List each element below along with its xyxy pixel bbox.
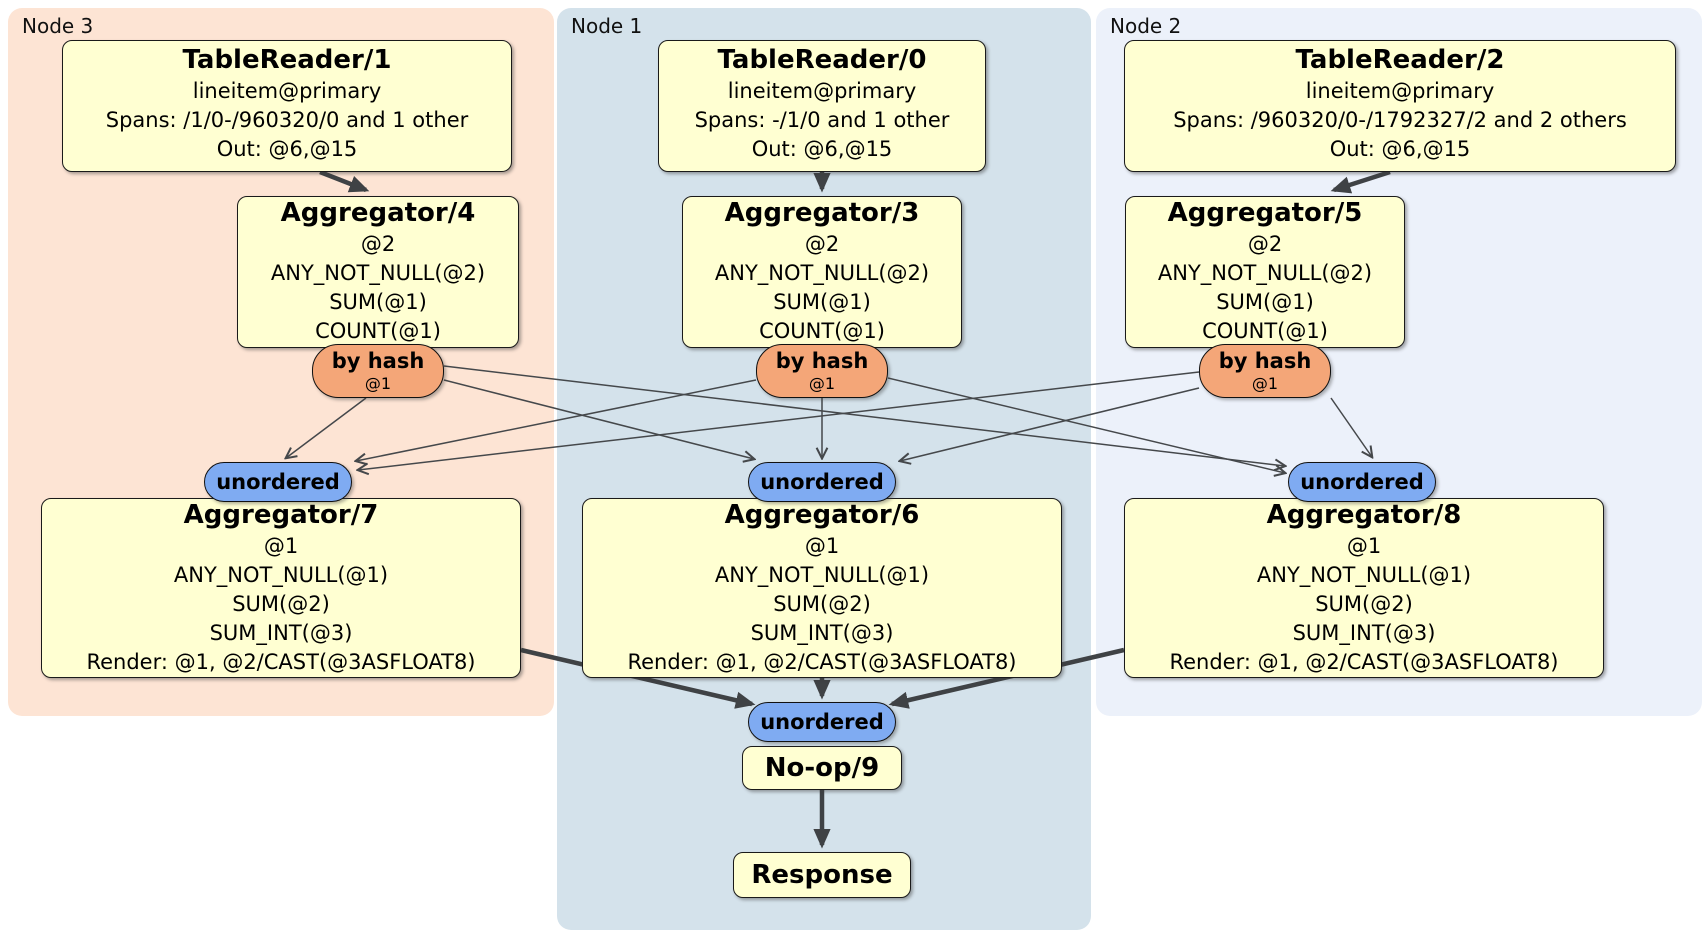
processor-detail: Spans: -/1/0 and 1 other <box>694 108 950 132</box>
processor-title: TableReader/1 <box>182 45 392 75</box>
processor-detail: lineitem@primary <box>192 79 382 103</box>
processor-detail: @1 <box>263 534 299 558</box>
processor-detail: COUNT(@1) <box>759 319 885 343</box>
processor-title: Aggregator/7 <box>183 500 379 530</box>
processor-aggregator-5: Aggregator/5 @2 ANY_NOT_NULL(@2) SUM(@1)… <box>1125 196 1405 348</box>
processor-aggregator-8: Aggregator/8 @1 ANY_NOT_NULL(@1) SUM(@2)… <box>1124 498 1604 678</box>
router-detail: @1 <box>1251 374 1279 393</box>
processor-detail: @2 <box>1247 232 1283 256</box>
processor-detail: ANY_NOT_NULL(@1) <box>714 563 930 587</box>
processor-detail: @2 <box>360 232 396 256</box>
sync-unordered-node1: unordered <box>748 462 896 502</box>
processor-tablereader-0: TableReader/0 lineitem@primary Spans: -/… <box>658 40 986 172</box>
sync-unordered-node3: unordered <box>204 462 352 502</box>
node2-label: Node 2 <box>1110 14 1182 38</box>
router-detail: @1 <box>364 374 392 393</box>
processor-aggregator-7: Aggregator/7 @1 ANY_NOT_NULL(@1) SUM(@2)… <box>41 498 521 678</box>
sync-unordered-final: unordered <box>748 702 896 742</box>
processor-detail: @1 <box>804 534 840 558</box>
node1-label: Node 1 <box>571 14 643 38</box>
router-label: by hash <box>775 349 869 373</box>
processor-title: Aggregator/8 <box>1266 500 1462 530</box>
processor-detail: Render: @1, @2/CAST(@3ASFLOAT8) <box>627 650 1017 674</box>
processor-detail: COUNT(@1) <box>315 319 441 343</box>
processor-detail: SUM(@1) <box>1216 290 1314 314</box>
processor-title: Aggregator/5 <box>1167 198 1363 228</box>
processor-detail: @2 <box>804 232 840 256</box>
processor-detail: Out: @6,@15 <box>1329 137 1471 161</box>
processor-detail: Spans: /960320/0-/1792327/2 and 2 others <box>1173 108 1627 132</box>
processor-detail: SUM(@1) <box>773 290 871 314</box>
processor-detail: ANY_NOT_NULL(@2) <box>270 261 486 285</box>
processor-title: Aggregator/3 <box>724 198 920 228</box>
router-by-hash-node2: by hash @1 <box>1199 344 1331 398</box>
processor-detail: SUM_INT(@3) <box>209 621 353 645</box>
processor-detail: SUM(@1) <box>329 290 427 314</box>
processor-detail: Render: @1, @2/CAST(@3ASFLOAT8) <box>86 650 476 674</box>
processor-detail: ANY_NOT_NULL(@1) <box>1256 563 1472 587</box>
processor-detail: Spans: /1/0-/960320/0 and 1 other <box>105 108 469 132</box>
processor-detail: ANY_NOT_NULL(@1) <box>173 563 389 587</box>
router-label: by hash <box>1218 349 1312 373</box>
router-label: by hash <box>331 349 425 373</box>
router-by-hash-node1: by hash @1 <box>756 344 888 398</box>
processor-aggregator-3: Aggregator/3 @2 ANY_NOT_NULL(@2) SUM(@1)… <box>682 196 962 348</box>
hash-stream-edges <box>286 365 1372 473</box>
processor-detail: lineitem@primary <box>1305 79 1495 103</box>
processor-aggregator-6: Aggregator/6 @1 ANY_NOT_NULL(@1) SUM(@2)… <box>582 498 1062 678</box>
processor-detail: Out: @6,@15 <box>751 137 893 161</box>
processor-detail: SUM(@2) <box>1315 592 1413 616</box>
processor-detail: SUM(@2) <box>232 592 330 616</box>
processor-aggregator-4: Aggregator/4 @2 ANY_NOT_NULL(@2) SUM(@1)… <box>237 196 519 348</box>
node3-label: Node 3 <box>22 14 94 38</box>
processor-title: TableReader/2 <box>1295 45 1505 75</box>
processor-detail: SUM_INT(@3) <box>1292 621 1436 645</box>
processor-detail: SUM(@2) <box>773 592 871 616</box>
processor-tablereader-2: TableReader/2 lineitem@primary Spans: /9… <box>1124 40 1676 172</box>
processor-title: Aggregator/6 <box>724 500 920 530</box>
router-detail: @1 <box>808 374 836 393</box>
processor-detail: ANY_NOT_NULL(@2) <box>714 261 930 285</box>
processor-detail: COUNT(@1) <box>1202 319 1328 343</box>
processor-tablereader-1: TableReader/1 lineitem@primary Spans: /1… <box>62 40 512 172</box>
processor-detail: SUM_INT(@3) <box>750 621 894 645</box>
processor-title: Aggregator/4 <box>280 198 476 228</box>
processor-title: TableReader/0 <box>717 45 927 75</box>
processor-detail: ANY_NOT_NULL(@2) <box>1157 261 1373 285</box>
router-by-hash-node3: by hash @1 <box>312 344 444 398</box>
processor-noop-9: No-op/9 <box>742 746 902 790</box>
processor-detail: Render: @1, @2/CAST(@3ASFLOAT8) <box>1169 650 1559 674</box>
response-node: Response <box>733 852 911 898</box>
processor-detail: lineitem@primary <box>727 79 917 103</box>
processor-detail: @1 <box>1346 534 1382 558</box>
sync-unordered-node2: unordered <box>1288 462 1436 502</box>
processor-detail: Out: @6,@15 <box>216 137 358 161</box>
